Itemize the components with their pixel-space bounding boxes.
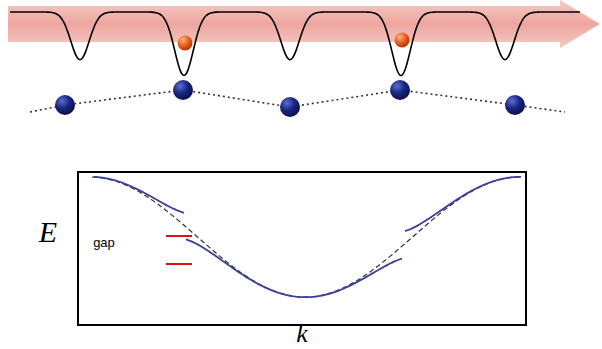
band-curve [405, 177, 521, 231]
band-curve [186, 239, 402, 297]
laser-beam [8, 0, 600, 48]
gap-marker [166, 263, 192, 265]
band-curve [94, 177, 184, 213]
annotation: gap [93, 236, 115, 249]
axis-label: E [39, 217, 57, 247]
axis-label: k [296, 321, 308, 347]
atoms [55, 80, 525, 117]
plot-frame [78, 172, 526, 325]
electrons [178, 33, 410, 51]
potential-curve [10, 12, 580, 76]
free-dispersion [92, 177, 522, 297]
gap-marker [166, 235, 192, 237]
